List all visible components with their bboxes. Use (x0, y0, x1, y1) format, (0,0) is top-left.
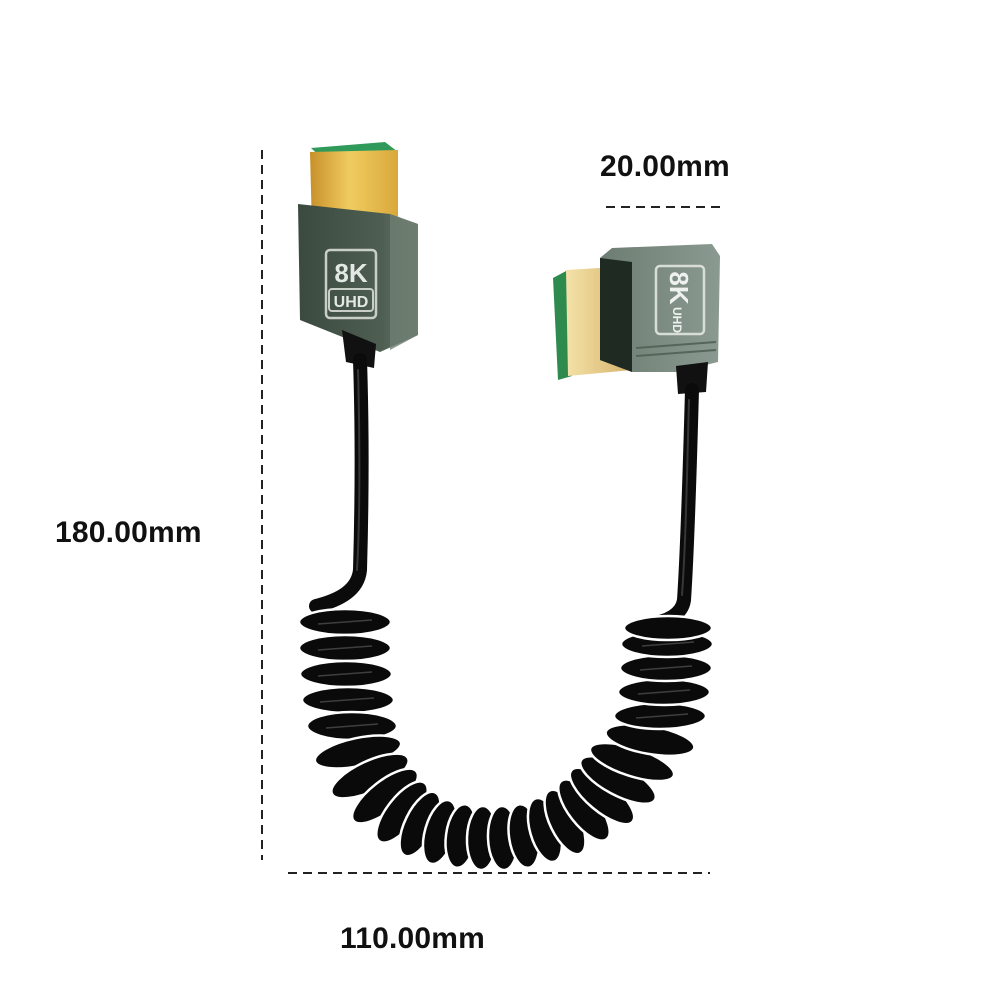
straight-hdmi-connector: 8K UHD (298, 142, 418, 368)
angled-hdmi-connector: 8K UHD (553, 244, 720, 394)
width-dimension-label: 110.00mm (340, 922, 486, 955)
svg-text:8K: 8K (664, 271, 694, 304)
badge-uhd: UHD (334, 294, 369, 311)
svg-text:UHD: UHD (670, 307, 684, 333)
coiled-cable (297, 607, 715, 872)
dimension-lines (261, 150, 720, 874)
connector-dimension-label: 20.00mm (600, 150, 730, 183)
cable (309, 353, 699, 631)
badge-8k: 8K (334, 258, 367, 288)
height-dimension-label: 180.00mm (55, 516, 202, 549)
coil-highlights (317, 619, 695, 729)
